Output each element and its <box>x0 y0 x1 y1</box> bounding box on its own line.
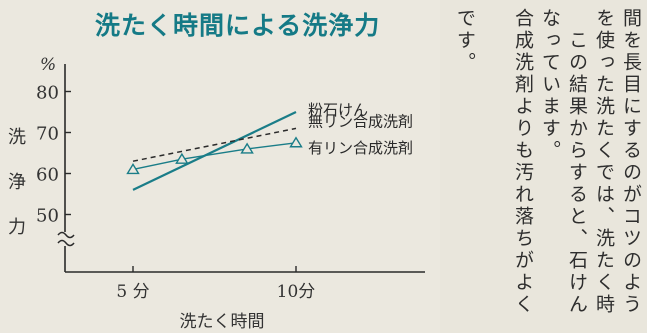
y-unit-label: % <box>40 55 56 75</box>
body-text-column-1: です。 <box>454 8 476 74</box>
body-text-column-2: 間を長目にするのがコツのよう を使った洗たくでは、洗たく時 この結果からすると、… <box>512 8 642 316</box>
series-line-phosphate-detergent <box>132 142 297 171</box>
y-axis-label-char: 浄 <box>8 172 26 193</box>
x-tick-label: 10分 <box>277 282 316 302</box>
y-tick-label: 50 <box>36 206 59 227</box>
y-tick-label: 80 <box>36 83 59 104</box>
series-label-soap-powder: 粉石けん <box>308 101 368 119</box>
data-point-triangle <box>240 142 254 154</box>
y-tick-label: 60 <box>36 165 59 186</box>
chart-panel: 洗たく時間による洗浄力 % 80 70 60 50 洗浄力 5 分 10分洗たく時間 粉石けん無… <box>8 11 425 332</box>
series-line-soap-powder <box>132 111 297 191</box>
series-line-phosphate-free <box>132 127 297 162</box>
axis-break-mark <box>57 231 75 247</box>
y-axis-label-char: 洗 <box>8 127 26 148</box>
series-label-phosphate-detergent: 有リン合成洗剤 <box>308 139 413 157</box>
series-label-phosphate-free: 無リン合成洗剤 <box>308 112 413 130</box>
y-axis-label-char: 力 <box>8 217 26 238</box>
y-tick-label: 70 <box>36 124 59 145</box>
data-point-triangle <box>289 136 303 148</box>
x-tick-label: 5 分 <box>116 282 149 302</box>
x-axis-label: 洗たく時間 <box>180 312 265 332</box>
data-point-triangle <box>126 163 140 175</box>
chart-title: 洗たく時間による洗浄力 <box>95 11 381 40</box>
data-point-triangle <box>175 152 189 164</box>
